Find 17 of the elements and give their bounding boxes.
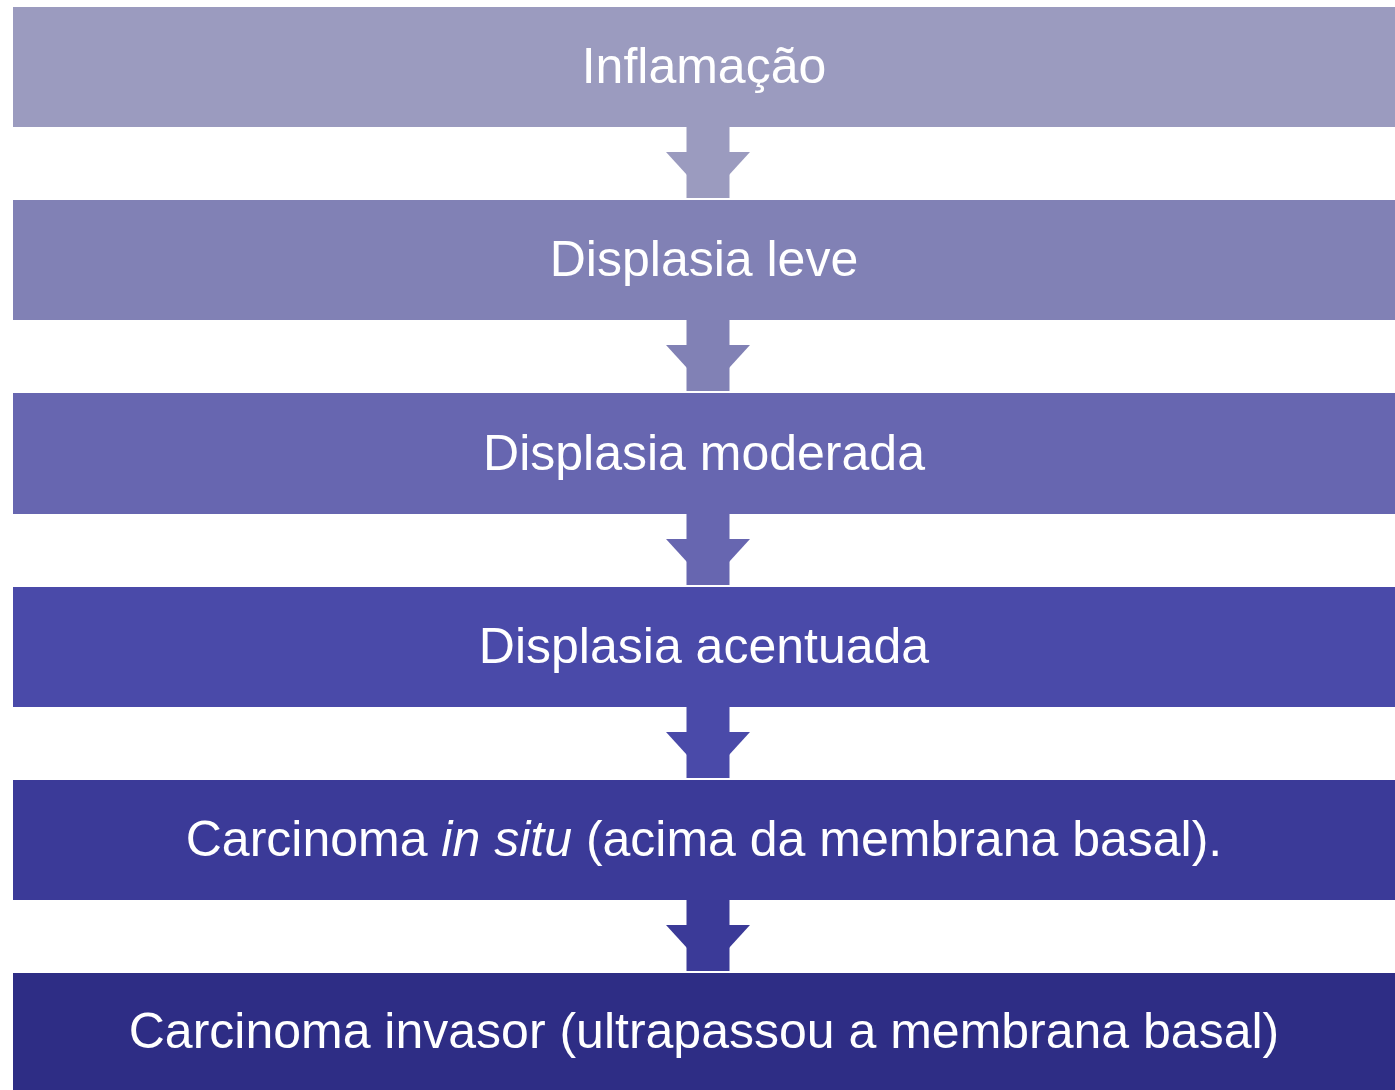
process-box bbox=[13, 393, 1395, 514]
process-box bbox=[13, 587, 1395, 707]
step-label: Displasia acentuada bbox=[478, 618, 930, 676]
process-box bbox=[13, 200, 1395, 320]
step-label: Displasia moderada bbox=[483, 424, 925, 483]
process-box bbox=[13, 973, 1395, 1090]
step-label: Displasia leve bbox=[549, 231, 859, 289]
process-box bbox=[13, 7, 1395, 127]
step-label: Inflamação bbox=[581, 38, 827, 96]
arrow bbox=[666, 320, 750, 391]
process-box bbox=[13, 780, 1395, 900]
step-label: Carcinoma invasor (ultrapassou a membrana basal) bbox=[128, 1002, 1280, 1061]
arrow bbox=[666, 900, 750, 971]
arrow bbox=[666, 707, 750, 778]
arrow bbox=[666, 127, 750, 198]
arrow bbox=[666, 514, 750, 585]
step-label: Carcinoma in situ (acima da membrana basal). bbox=[185, 811, 1223, 869]
